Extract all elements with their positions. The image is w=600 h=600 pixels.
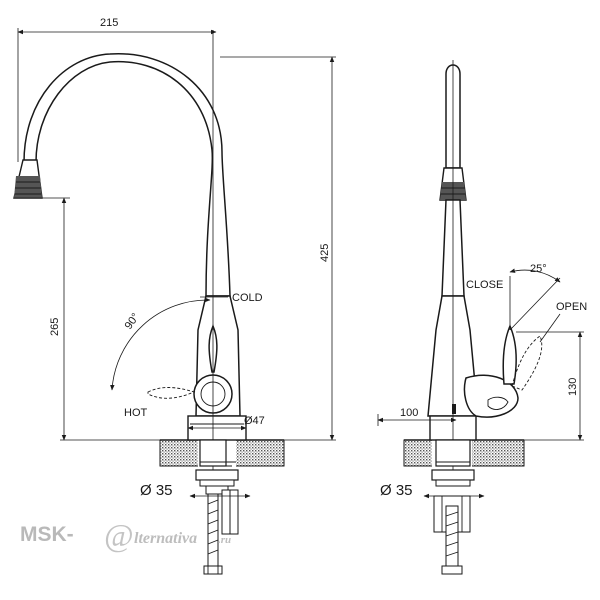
side-angle-label: 25° bbox=[530, 263, 547, 275]
side-lever-open bbox=[511, 335, 543, 391]
watermark-domain: .ru bbox=[218, 534, 231, 546]
side-lever-close bbox=[502, 324, 517, 385]
side-open-label: OPEN bbox=[556, 301, 587, 313]
watermark-prefix: MSK- bbox=[20, 523, 74, 546]
front-rotation-arc bbox=[110, 297, 211, 391]
side-close-label: CLOSE bbox=[466, 279, 503, 291]
front-lever-hot-position bbox=[147, 387, 196, 399]
side-depth-dim: 100 bbox=[400, 407, 418, 419]
front-base-dim: Ø47 bbox=[244, 415, 265, 427]
front-spout bbox=[23, 53, 231, 297]
front-cold-label: COLD bbox=[232, 292, 263, 304]
front-thread-dim: Ø 35 bbox=[140, 482, 173, 499]
side-mounting-shank bbox=[431, 439, 475, 575]
front-spout-height-dim: 265 bbox=[49, 318, 61, 336]
side-view: 25° CLOSE OPEN 130 100 Ø 35 bbox=[377, 60, 587, 575]
front-width-dim: 215 bbox=[100, 17, 118, 29]
side-thread-dim: Ø 35 bbox=[380, 482, 413, 499]
side-handle-height-dim: 130 bbox=[567, 378, 579, 396]
watermark-at: @ bbox=[104, 517, 133, 553]
watermark: MSK- @ lternativa .ru bbox=[20, 517, 231, 553]
front-view: 90° COLD HOT 215 425 265 Ø47 bbox=[13, 17, 336, 575]
watermark-suffix: lternativa bbox=[134, 530, 197, 547]
front-hot-label: HOT bbox=[124, 407, 148, 419]
front-mounting-shank bbox=[195, 439, 239, 575]
front-height-dim: 425 bbox=[319, 244, 331, 262]
